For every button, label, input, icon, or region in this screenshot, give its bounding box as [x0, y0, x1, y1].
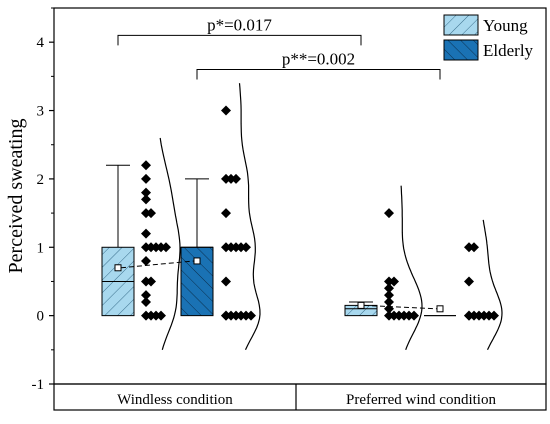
data-point [384, 296, 394, 307]
density-curves [159, 83, 503, 351]
density-curve [482, 219, 503, 351]
legend-swatch-elderly [443, 39, 479, 61]
data-point [389, 276, 399, 287]
density-curve [400, 185, 423, 351]
legend-swatch-young [443, 14, 479, 36]
data-point [231, 173, 241, 184]
density-curve [159, 137, 181, 350]
category-band-border [53, 383, 547, 411]
mean-marker [436, 305, 444, 313]
data-point [409, 310, 419, 321]
category-label: Preferred wind condition [346, 392, 496, 408]
legend-label: Elderly [483, 41, 534, 60]
significance-brackets: p*=0.017 p**=0.002 [117, 15, 441, 80]
data-point [141, 194, 151, 205]
data-point [489, 310, 499, 321]
data-point [464, 310, 474, 321]
data-point [161, 242, 171, 253]
y-axis-label: Perceived sweating [5, 119, 27, 274]
y-tick-label: 2 [37, 172, 45, 188]
data-points [141, 105, 499, 321]
data-point [221, 105, 231, 116]
data-point [141, 255, 151, 266]
y-tick-label: 1 [37, 240, 45, 256]
data-point [384, 283, 394, 294]
data-point [141, 228, 151, 239]
mean-marker [114, 264, 122, 272]
y-tick-label: 0 [37, 309, 45, 325]
data-point [469, 242, 479, 253]
data-point [384, 208, 394, 219]
significance-label: p**=0.002 [282, 50, 355, 69]
data-point [141, 173, 151, 184]
mean-marker [193, 257, 201, 265]
data-point [221, 310, 231, 321]
y-axis: -1 0 1 2 3 4 [32, 7, 54, 393]
boxes [101, 164, 456, 317]
data-point [141, 296, 151, 307]
mean-connector [363, 304, 438, 310]
significance-bracket [196, 69, 441, 80]
mean-connectors [120, 260, 438, 310]
density-curve [238, 83, 261, 351]
category-label-band: Windless condition Preferred wind conditi… [53, 383, 547, 411]
y-tick-label: -1 [32, 377, 45, 393]
significance-label: p*=0.017 [207, 15, 272, 34]
data-point [146, 208, 156, 219]
mean-connector [120, 260, 195, 269]
data-point [141, 160, 151, 171]
data-point [241, 242, 251, 253]
data-point [384, 290, 394, 301]
significance-bracket [117, 34, 362, 46]
data-point [146, 276, 156, 287]
category-label: Windless condition [117, 392, 233, 408]
data-point [464, 276, 474, 287]
data-point [141, 290, 151, 301]
y-tick-label: 3 [37, 104, 45, 120]
data-point [246, 310, 256, 321]
y-tick-marks [49, 7, 54, 385]
data-point [156, 310, 166, 321]
y-tick-labels: -1 0 1 2 3 4 [32, 35, 45, 393]
data-point [221, 276, 231, 287]
y-tick-label: 4 [37, 35, 45, 51]
data-point [141, 187, 151, 198]
mean-marker [357, 301, 365, 309]
legend-label: Young [483, 16, 528, 35]
data-point [221, 208, 231, 219]
